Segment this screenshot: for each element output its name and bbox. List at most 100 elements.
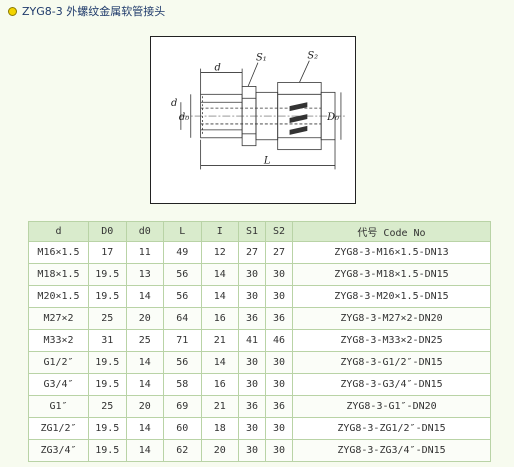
cell-d0: 20 bbox=[125, 307, 164, 330]
cell-code: ZYG8-3-G3/4″-DN15 bbox=[292, 373, 491, 396]
header-I: I bbox=[200, 221, 239, 242]
cell-d: M18×1.5 bbox=[28, 263, 89, 286]
cell-L: 69 bbox=[163, 395, 202, 418]
cell-D0: 25 bbox=[88, 307, 127, 330]
cell-D0: 19.5 bbox=[88, 417, 127, 440]
label-d0: d₀ bbox=[179, 112, 189, 123]
cell-d: G1/2″ bbox=[28, 351, 89, 374]
cell-S2: 30 bbox=[265, 417, 293, 440]
cell-code: ZYG8-3-ZG3/4″-DN15 bbox=[292, 439, 491, 462]
cell-L: 56 bbox=[163, 263, 202, 286]
cell-S1: 36 bbox=[238, 307, 266, 330]
cell-d: G1″ bbox=[28, 395, 89, 418]
cell-I: 16 bbox=[200, 307, 239, 330]
cell-code: ZYG8-3-G1″-DN20 bbox=[292, 395, 491, 418]
cell-L: 56 bbox=[163, 285, 202, 308]
cell-I: 14 bbox=[200, 351, 239, 374]
cell-L: 62 bbox=[163, 439, 202, 462]
cell-d: M27×2 bbox=[28, 307, 89, 330]
cell-code: ZYG8-3-M20×1.5-DN15 bbox=[292, 285, 491, 308]
fitting-drawing-svg: d S₁ S₂ d₀ d D₀ L bbox=[171, 51, 345, 170]
cell-I: 14 bbox=[200, 263, 239, 286]
cell-d: G3/4″ bbox=[28, 373, 89, 396]
cell-code: ZYG8-3-ZG1/2″-DN15 bbox=[292, 417, 491, 440]
cell-I: 21 bbox=[200, 395, 239, 418]
cell-d: ZG3/4″ bbox=[28, 439, 89, 462]
cell-d: M16×1.5 bbox=[28, 241, 89, 264]
cell-I: 14 bbox=[200, 285, 239, 308]
cell-D0: 19.5 bbox=[88, 263, 127, 286]
cell-I: 20 bbox=[200, 439, 239, 462]
label-D0: D₀ bbox=[326, 112, 339, 123]
cell-S1: 36 bbox=[238, 395, 266, 418]
cell-d: M33×2 bbox=[28, 329, 89, 352]
cell-L: 60 bbox=[163, 417, 202, 440]
header-code: 代号 Code No bbox=[292, 221, 491, 242]
cell-D0: 25 bbox=[88, 395, 127, 418]
cell-D0: 19.5 bbox=[88, 439, 127, 462]
cell-code: ZYG8-3-G1/2″-DN15 bbox=[292, 351, 491, 374]
cell-D0: 19.5 bbox=[88, 285, 127, 308]
cell-S2: 30 bbox=[265, 351, 293, 374]
cell-d0: 14 bbox=[125, 417, 164, 440]
header-D0: D0 bbox=[88, 221, 127, 242]
cell-L: 71 bbox=[163, 329, 202, 352]
cell-S1: 30 bbox=[238, 417, 266, 440]
cell-d: M20×1.5 bbox=[28, 285, 89, 308]
helix-stripe bbox=[289, 125, 308, 135]
cell-d0: 14 bbox=[125, 285, 164, 308]
cell-S1: 30 bbox=[238, 285, 266, 308]
cell-L: 64 bbox=[163, 307, 202, 330]
cell-D0: 19.5 bbox=[88, 351, 127, 374]
cell-code: ZYG8-3-M16×1.5-DN13 bbox=[292, 241, 491, 264]
header-S2: S2 bbox=[265, 221, 293, 242]
helix-stripe bbox=[289, 114, 308, 123]
cell-I: 21 bbox=[200, 329, 239, 352]
header-row: d D0 d0 L I S1 S2 代号 Code No bbox=[28, 221, 491, 242]
threaded-end bbox=[200, 93, 243, 139]
fitting-drawing: d S₁ S₂ d₀ d D₀ L bbox=[150, 36, 356, 204]
label-d-left: d bbox=[171, 98, 177, 109]
cell-L: 58 bbox=[163, 373, 202, 396]
cell-S1: 27 bbox=[238, 241, 266, 264]
header-L: L bbox=[163, 221, 202, 242]
cell-L: 49 bbox=[163, 241, 202, 264]
cell-S1: 30 bbox=[238, 373, 266, 396]
cell-I: 18 bbox=[200, 417, 239, 440]
header-d0: d0 bbox=[125, 221, 164, 242]
cell-S1: 30 bbox=[238, 351, 266, 374]
page-title: ZYG8-3 外螺纹金属软管接头 bbox=[22, 5, 166, 18]
helix-stripe bbox=[289, 102, 308, 112]
cell-code: ZYG8-3-M18×1.5-DN15 bbox=[292, 263, 491, 286]
cell-code: ZYG8-3-M27×2-DN20 bbox=[292, 307, 491, 330]
cell-S1: 30 bbox=[238, 263, 266, 286]
header-d: d bbox=[28, 221, 89, 242]
label-s1: S₁ bbox=[256, 53, 267, 64]
cell-d: ZG1/2″ bbox=[28, 417, 89, 440]
cell-I: 16 bbox=[200, 373, 239, 396]
cell-D0: 17 bbox=[88, 241, 127, 264]
cell-d0: 20 bbox=[125, 395, 164, 418]
cell-S1: 41 bbox=[238, 329, 266, 352]
cell-D0: 31 bbox=[88, 329, 127, 352]
cell-I: 12 bbox=[200, 241, 239, 264]
label-s2: S₂ bbox=[307, 51, 318, 62]
cell-d0: 25 bbox=[125, 329, 164, 352]
cell-S1: 30 bbox=[238, 439, 266, 462]
cell-d0: 11 bbox=[125, 241, 164, 264]
cell-d0: 13 bbox=[125, 263, 164, 286]
cell-S2: 30 bbox=[265, 285, 293, 308]
cell-S2: 36 bbox=[265, 307, 293, 330]
cell-D0: 19.5 bbox=[88, 373, 127, 396]
cell-d0: 14 bbox=[125, 373, 164, 396]
cell-d0: 14 bbox=[125, 351, 164, 374]
